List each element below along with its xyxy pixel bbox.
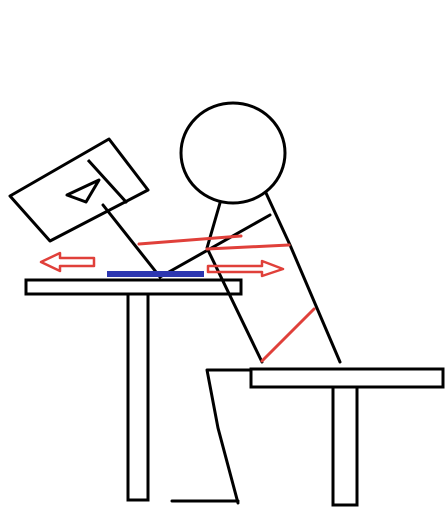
- triangle-logo-icon: [67, 180, 99, 202]
- guide-line-lower: [207, 245, 289, 249]
- posture-guides: [139, 236, 314, 361]
- desk-top: [26, 280, 241, 294]
- desk-leg: [128, 294, 148, 500]
- person-head: [181, 103, 285, 203]
- desk: [26, 280, 241, 500]
- person-leg: [207, 370, 250, 503]
- chair: [251, 369, 443, 505]
- person-back: [266, 193, 340, 362]
- person-arm-lower: [103, 205, 160, 277]
- chair-seat: [251, 369, 443, 387]
- arrow-left-icon: [41, 253, 94, 271]
- chair-leg: [333, 387, 357, 505]
- person: [103, 103, 340, 503]
- person-chest: [207, 203, 262, 362]
- laptop: [10, 139, 148, 241]
- guide-line-back: [262, 309, 314, 361]
- pad: [107, 271, 204, 277]
